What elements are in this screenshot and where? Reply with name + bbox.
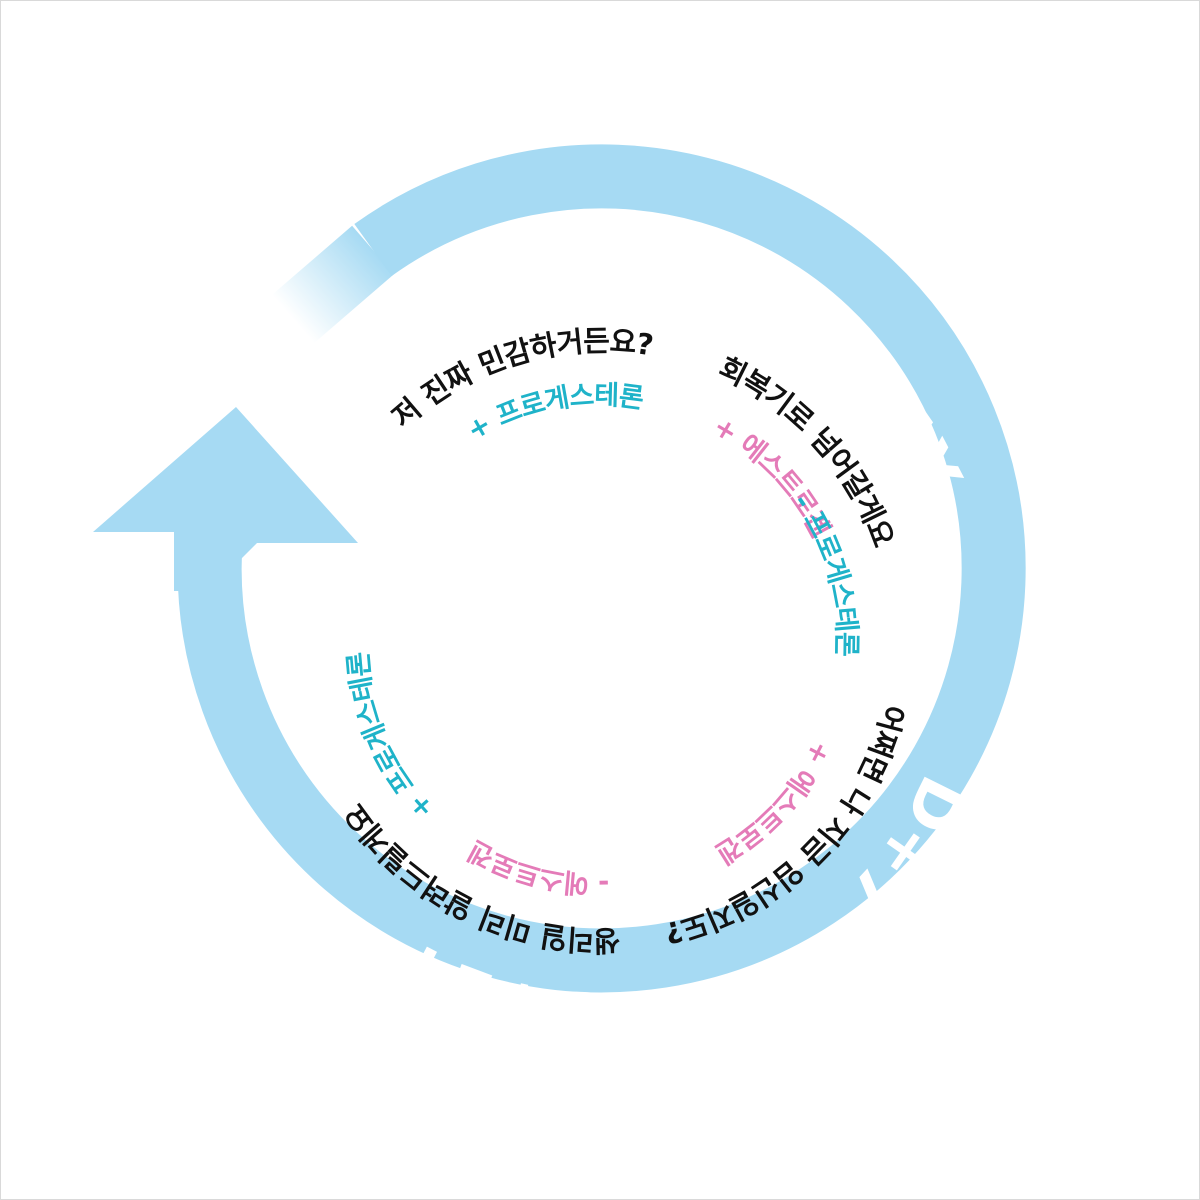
cycle-ring-fade (272, 225, 394, 344)
hormone-progesterone-d-day: - 프로게스테론 (786, 488, 861, 657)
hormone-estrogen-d-plus-14: - 에스트로겐 (463, 834, 609, 899)
hormone-progesterone-d-minus-7: + 프로게스테론 (462, 380, 646, 447)
hormone-progesterone-d-plus-14: + 프로게스테론 (343, 650, 440, 824)
cycle-arrow-head (93, 407, 358, 591)
cycle-ring (177, 144, 1026, 993)
